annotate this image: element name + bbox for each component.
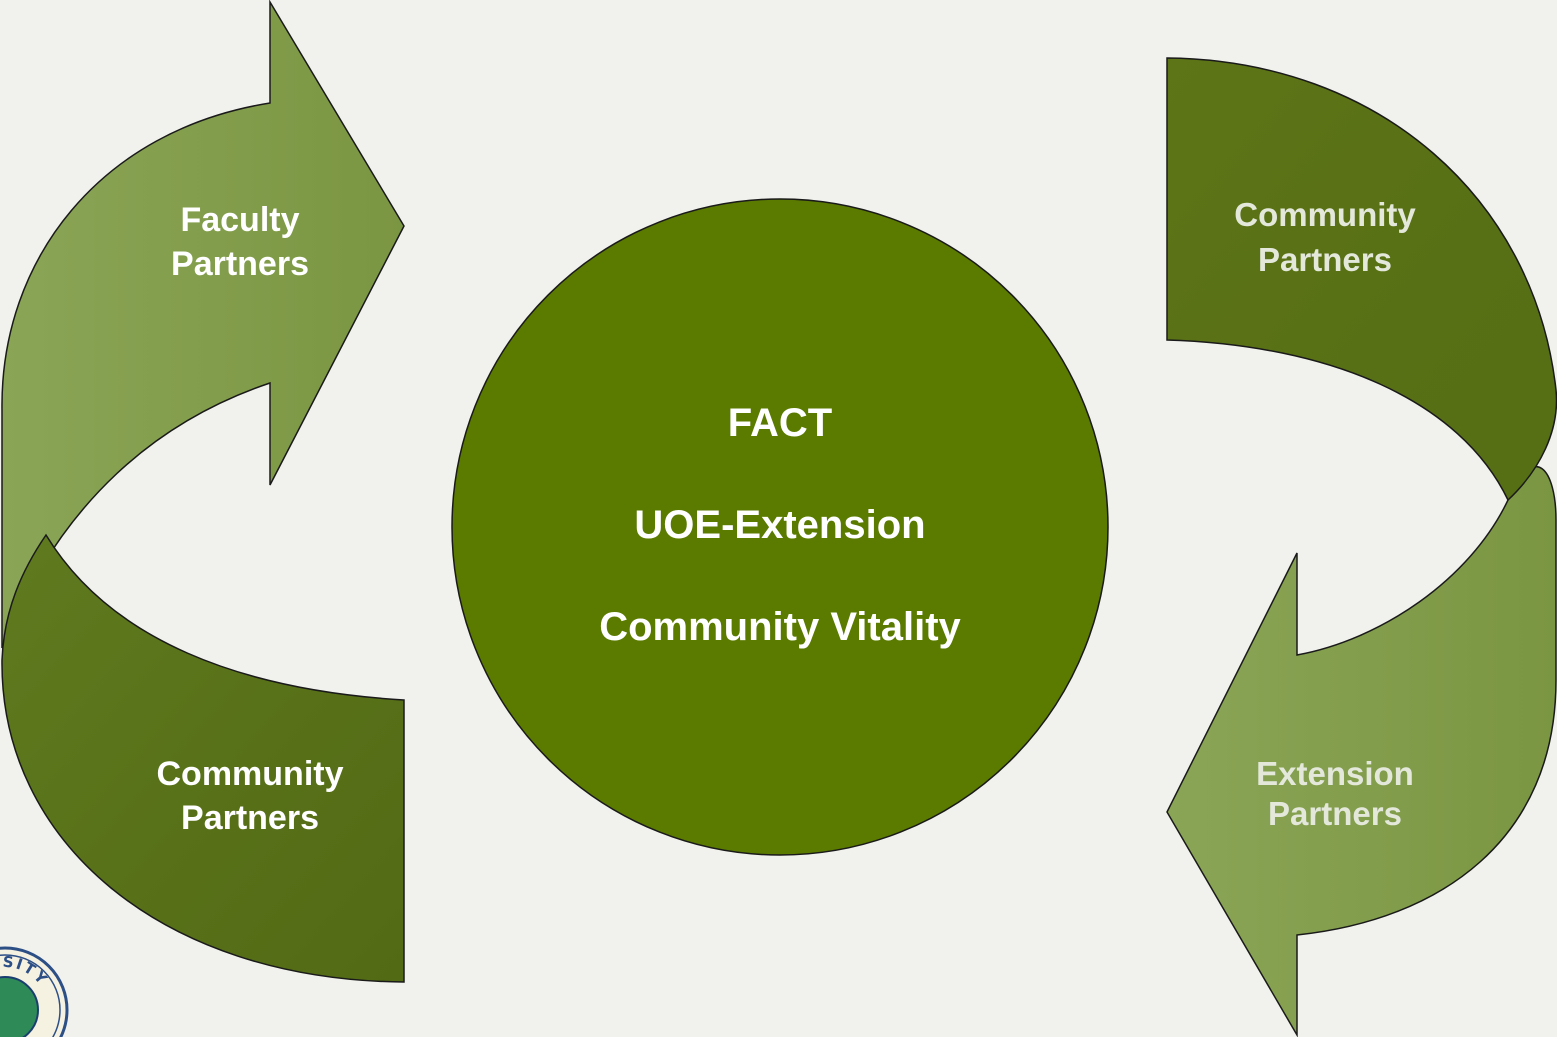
- extension-line-1: Extension: [1256, 755, 1414, 792]
- community-partners-right-label: Community Partners: [1195, 192, 1455, 282]
- center-circle-shape: [451, 198, 1109, 856]
- extension-partners-label: Extension Partners: [1215, 754, 1455, 834]
- community-right-band-shape: [1166, 57, 1557, 502]
- center-circle-text: FACT UOE-Extension Community Vitality: [530, 390, 1030, 696]
- community-left-band-shape: [1, 533, 405, 983]
- center-line-uoe-extension: UOE-Extension: [634, 503, 926, 547]
- extension-line-2: Partners: [1268, 795, 1402, 832]
- center-line-community-vitality: Community Vitality: [599, 605, 961, 649]
- community-right-line-2: Partners: [1258, 241, 1392, 278]
- community-right-line-1: Community: [1234, 196, 1416, 233]
- faculty-partners-line-1: Faculty: [180, 201, 300, 239]
- community-left-line-2: Partners: [181, 799, 319, 837]
- community-partners-left-label: Community Partners: [130, 752, 370, 840]
- community-left-line-1: Community: [156, 755, 344, 793]
- center-line-fact: FACT: [727, 401, 833, 445]
- faculty-partners-line-2: Partners: [171, 245, 309, 283]
- university-seal-icon: RSITY: [0, 946, 69, 1037]
- extension-arrow-shape: [1166, 465, 1557, 1037]
- faculty-partners-label: Faculty Partners: [140, 198, 340, 286]
- faculty-arrow-shape: [1, 0, 405, 649]
